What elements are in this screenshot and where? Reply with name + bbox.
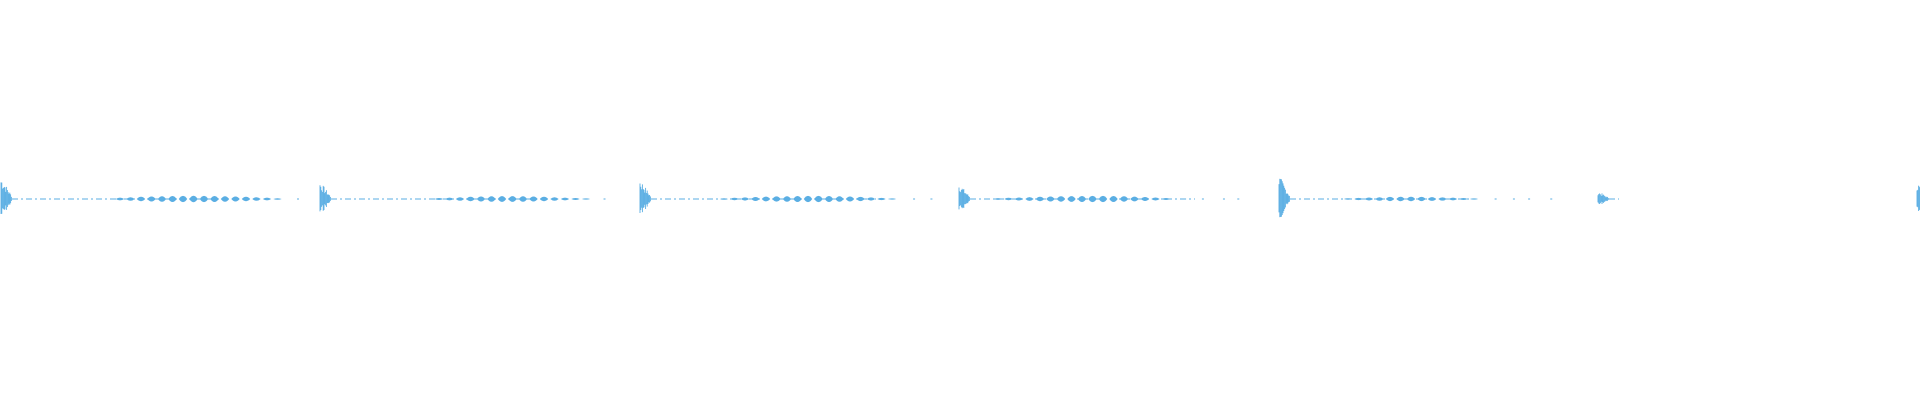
body-blob	[1375, 197, 1384, 201]
body-blob	[761, 196, 771, 202]
body-blob	[455, 197, 465, 201]
body-blob	[199, 195, 209, 203]
body-blob	[581, 198, 591, 200]
body-blob	[1077, 196, 1087, 202]
body-blob	[1130, 196, 1139, 202]
body-blob	[115, 197, 125, 201]
body-blob	[210, 196, 219, 202]
body-blob	[814, 195, 823, 203]
waveform-segment-7	[1916, 185, 1920, 211]
body-blob	[178, 195, 188, 203]
body-blob	[877, 197, 886, 201]
body-blob	[1151, 197, 1160, 201]
body-blob	[168, 196, 177, 202]
body-blob	[1056, 196, 1066, 202]
body-blob	[508, 196, 517, 202]
body-blob	[1417, 196, 1426, 202]
body-blob	[740, 197, 750, 201]
body-blob	[1035, 196, 1045, 202]
body-blob	[445, 197, 454, 201]
body-blob	[1004, 197, 1013, 201]
body-blob	[487, 196, 496, 202]
body-blob	[993, 198, 1003, 200]
body-blob	[782, 196, 792, 202]
body-blob	[1025, 197, 1034, 201]
body-blob	[1119, 196, 1129, 202]
body-blob	[189, 195, 198, 203]
body-blob	[1354, 197, 1363, 201]
body-blob	[856, 196, 865, 202]
body-blob	[1438, 197, 1447, 201]
body-blob	[157, 196, 167, 202]
body-blob	[1088, 195, 1097, 203]
body-blob	[793, 196, 802, 202]
body-blob	[529, 196, 538, 202]
body-blob	[1469, 198, 1479, 200]
body-blob	[220, 196, 230, 202]
body-blob	[252, 197, 261, 201]
body-blob	[1343, 198, 1353, 200]
body-blob	[273, 198, 282, 200]
body-blob	[539, 196, 549, 202]
body-blob	[466, 196, 475, 202]
waveform-segment-3	[639, 183, 933, 213]
body-blob	[147, 196, 156, 202]
body-blob	[866, 197, 876, 201]
body-blob	[1067, 196, 1076, 202]
body-blob	[571, 198, 580, 200]
body-blob	[126, 197, 135, 201]
body-blob	[772, 196, 781, 202]
body-blob	[476, 196, 486, 202]
body-blob	[803, 195, 813, 203]
body-blob	[1161, 198, 1171, 200]
body-blob	[1406, 196, 1416, 202]
body-blob	[560, 197, 570, 201]
body-blob	[1140, 197, 1150, 201]
body-blob	[1427, 197, 1437, 201]
body-blob	[719, 198, 729, 200]
body-blob	[136, 196, 146, 202]
body-blob	[1459, 198, 1468, 200]
body-blob	[887, 198, 897, 200]
body-blob	[1098, 195, 1108, 203]
waveform-segments	[0, 178, 1920, 218]
body-blob	[835, 196, 844, 202]
waveform-segment-4	[958, 187, 1240, 210]
body-blob	[1014, 197, 1024, 201]
waveform-segment-2	[319, 185, 606, 212]
body-blob	[730, 197, 739, 201]
body-blob	[434, 198, 444, 200]
body-blob	[1448, 197, 1458, 201]
body-blob	[751, 197, 760, 201]
body-blob	[241, 196, 251, 202]
body-blob	[518, 196, 528, 202]
body-blob	[1046, 196, 1055, 202]
body-blob	[262, 197, 272, 201]
body-blob	[550, 197, 559, 201]
body-blob	[497, 196, 507, 202]
body-blob	[824, 196, 834, 202]
body-blob	[845, 196, 855, 202]
waveform-segment-6	[1597, 193, 1619, 205]
body-blob	[1364, 197, 1374, 201]
body-blob	[231, 196, 240, 202]
waveform-segment-5	[1278, 178, 1553, 218]
body-blob	[1385, 196, 1395, 202]
body-blob	[1109, 196, 1118, 202]
waveform-segment-1	[0, 182, 299, 214]
body-blob	[1396, 196, 1405, 202]
